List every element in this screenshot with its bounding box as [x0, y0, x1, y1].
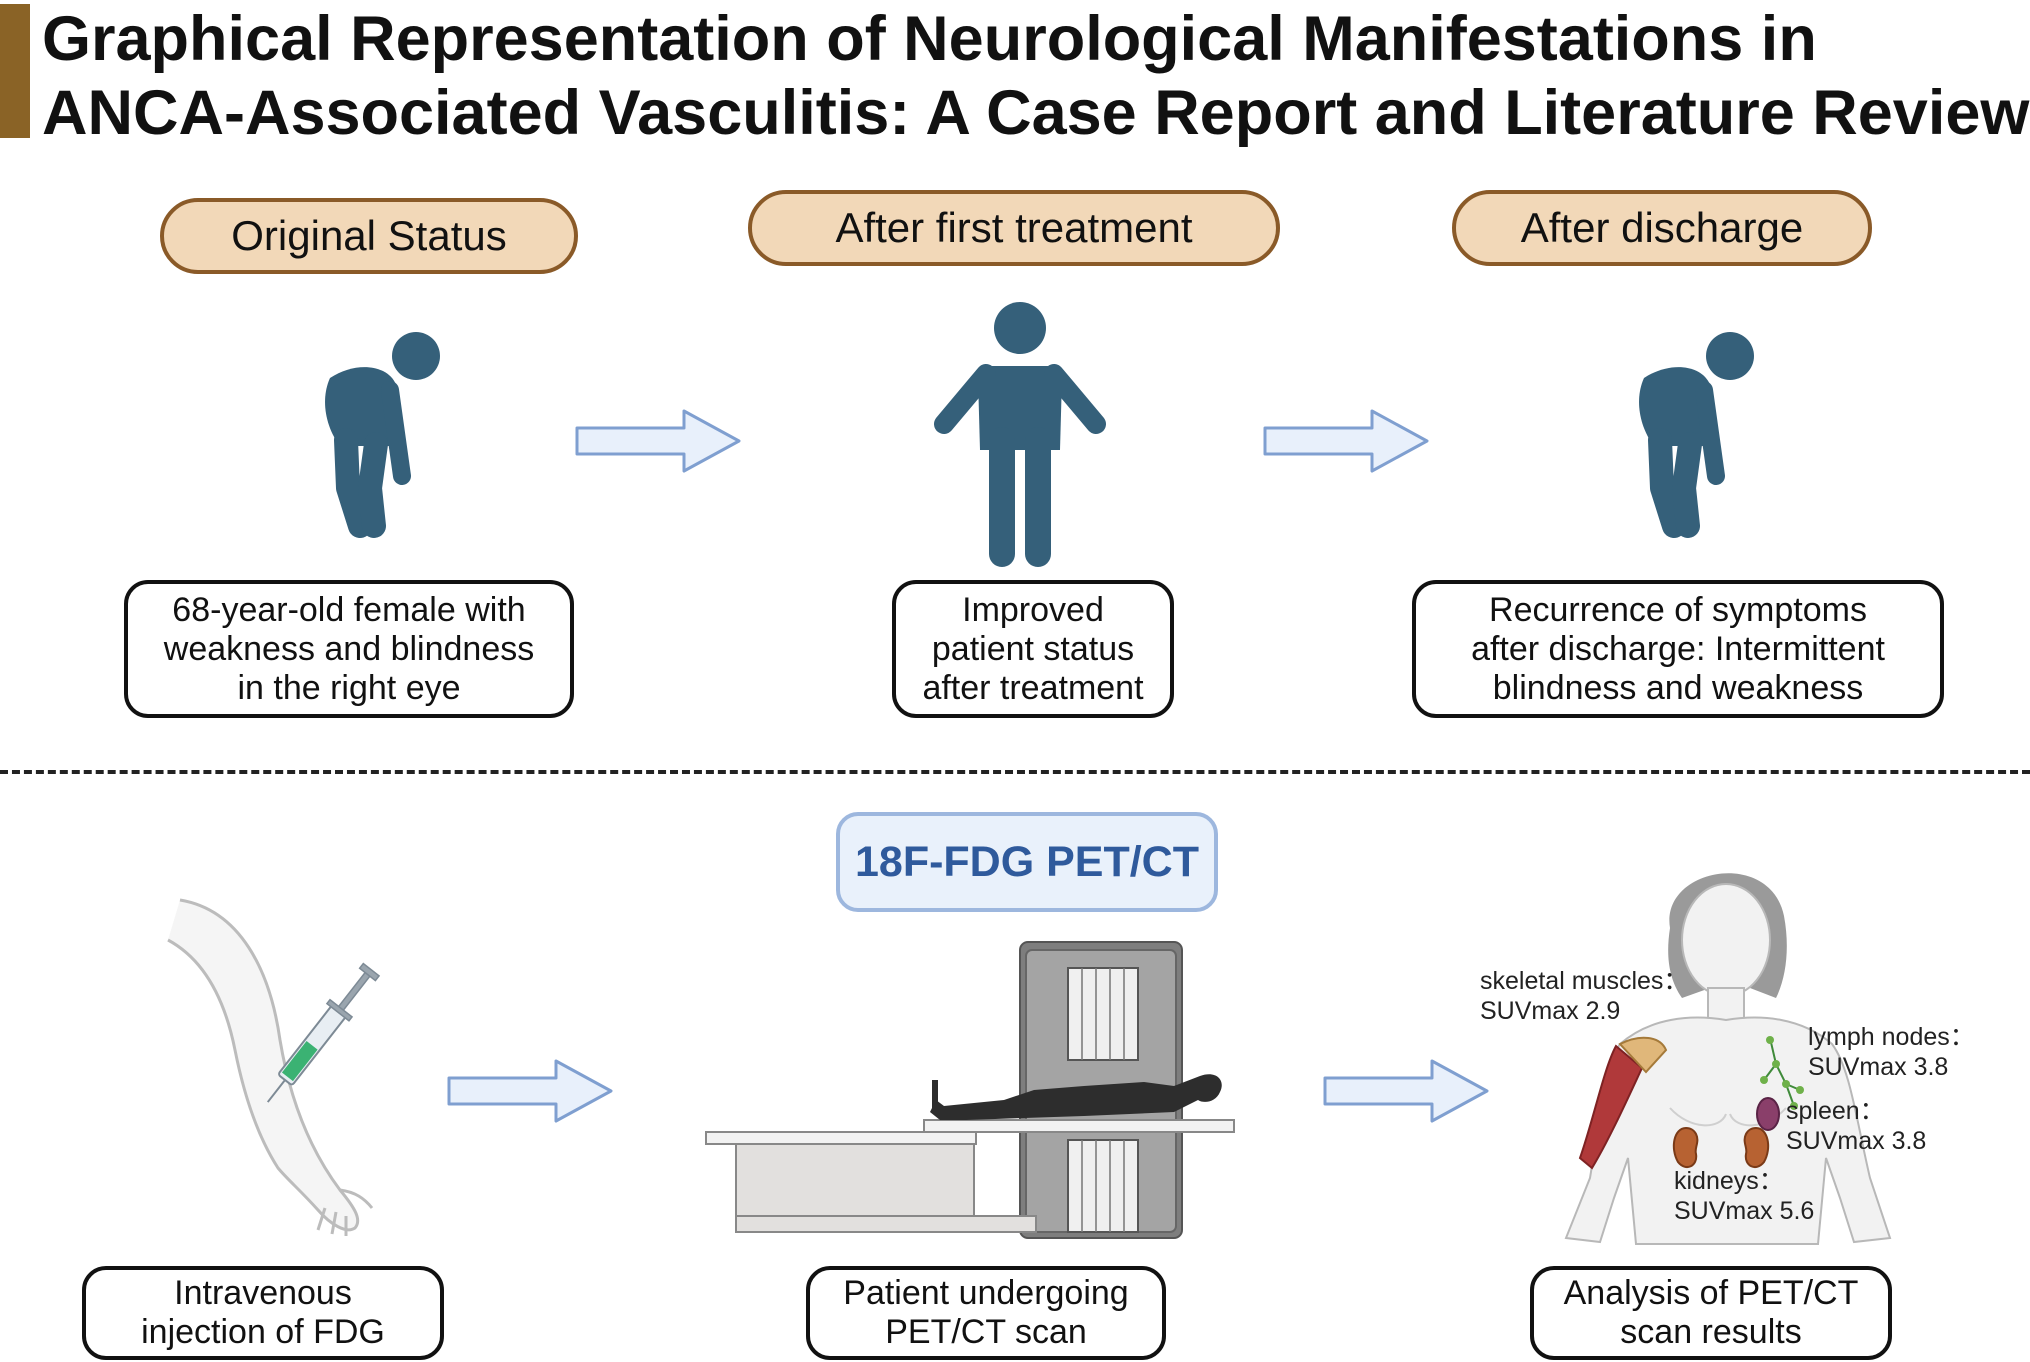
title-line-2: ANCA-Associated Vasculitis: A Case Repor…: [42, 78, 2030, 148]
finding-lymph-nodes: lymph nodes： SUVmax 3.8: [1808, 1023, 1975, 1081]
section-divider: [0, 770, 2030, 774]
stooped-person-icon-recurrence: [1639, 332, 1754, 538]
step-description-analysis: Analysis of PET/CT scan results: [1530, 1266, 1892, 1360]
standing-person-icon: [934, 302, 1106, 567]
title-line-1: Graphical Representation of Neurological…: [42, 4, 1817, 74]
stage-description-after-discharge: Recurrence of symptoms after discharge: …: [1412, 580, 1944, 718]
page-title: Graphical Representation of Neurological…: [42, 2, 2030, 150]
stage-description-after-treatment: Improved patient status after treatment: [892, 580, 1174, 718]
stage-description-original: 68-year-old female with weakness and bli…: [124, 580, 574, 718]
finding-kidneys: kidneys： SUVmax 5.6: [1674, 1167, 1815, 1225]
stage-pill-after-first-treatment: After first treatment: [748, 190, 1280, 266]
finding-spleen: spleen： SUVmax 3.8: [1786, 1097, 1927, 1155]
title-accent-bar: [0, 4, 30, 138]
body-organ-findings-icon: [1564, 873, 1892, 1245]
arm-injection-icon: [167, 898, 381, 1236]
stooped-person-icon: [325, 332, 440, 538]
pet-ct-title: 18F-FDG PET/CT: [836, 812, 1218, 912]
step-description-injection: Intravenous injection of FDG: [82, 1266, 444, 1360]
pet-ct-scanner-icon: [705, 941, 1235, 1239]
step-description-scan: Patient undergoing PET/CT scan: [806, 1266, 1166, 1360]
arrow-right-icon-1: [575, 409, 741, 473]
stage-pill-original-status: Original Status: [160, 198, 578, 274]
arrow-right-icon-4: [1323, 1059, 1489, 1123]
finding-skeletal-muscles: skeletal muscles： SUVmax 2.9: [1480, 967, 1689, 1025]
arrow-right-icon-3: [447, 1059, 613, 1123]
stage-pill-after-discharge: After discharge: [1452, 190, 1872, 266]
arrow-right-icon-2: [1263, 409, 1429, 473]
